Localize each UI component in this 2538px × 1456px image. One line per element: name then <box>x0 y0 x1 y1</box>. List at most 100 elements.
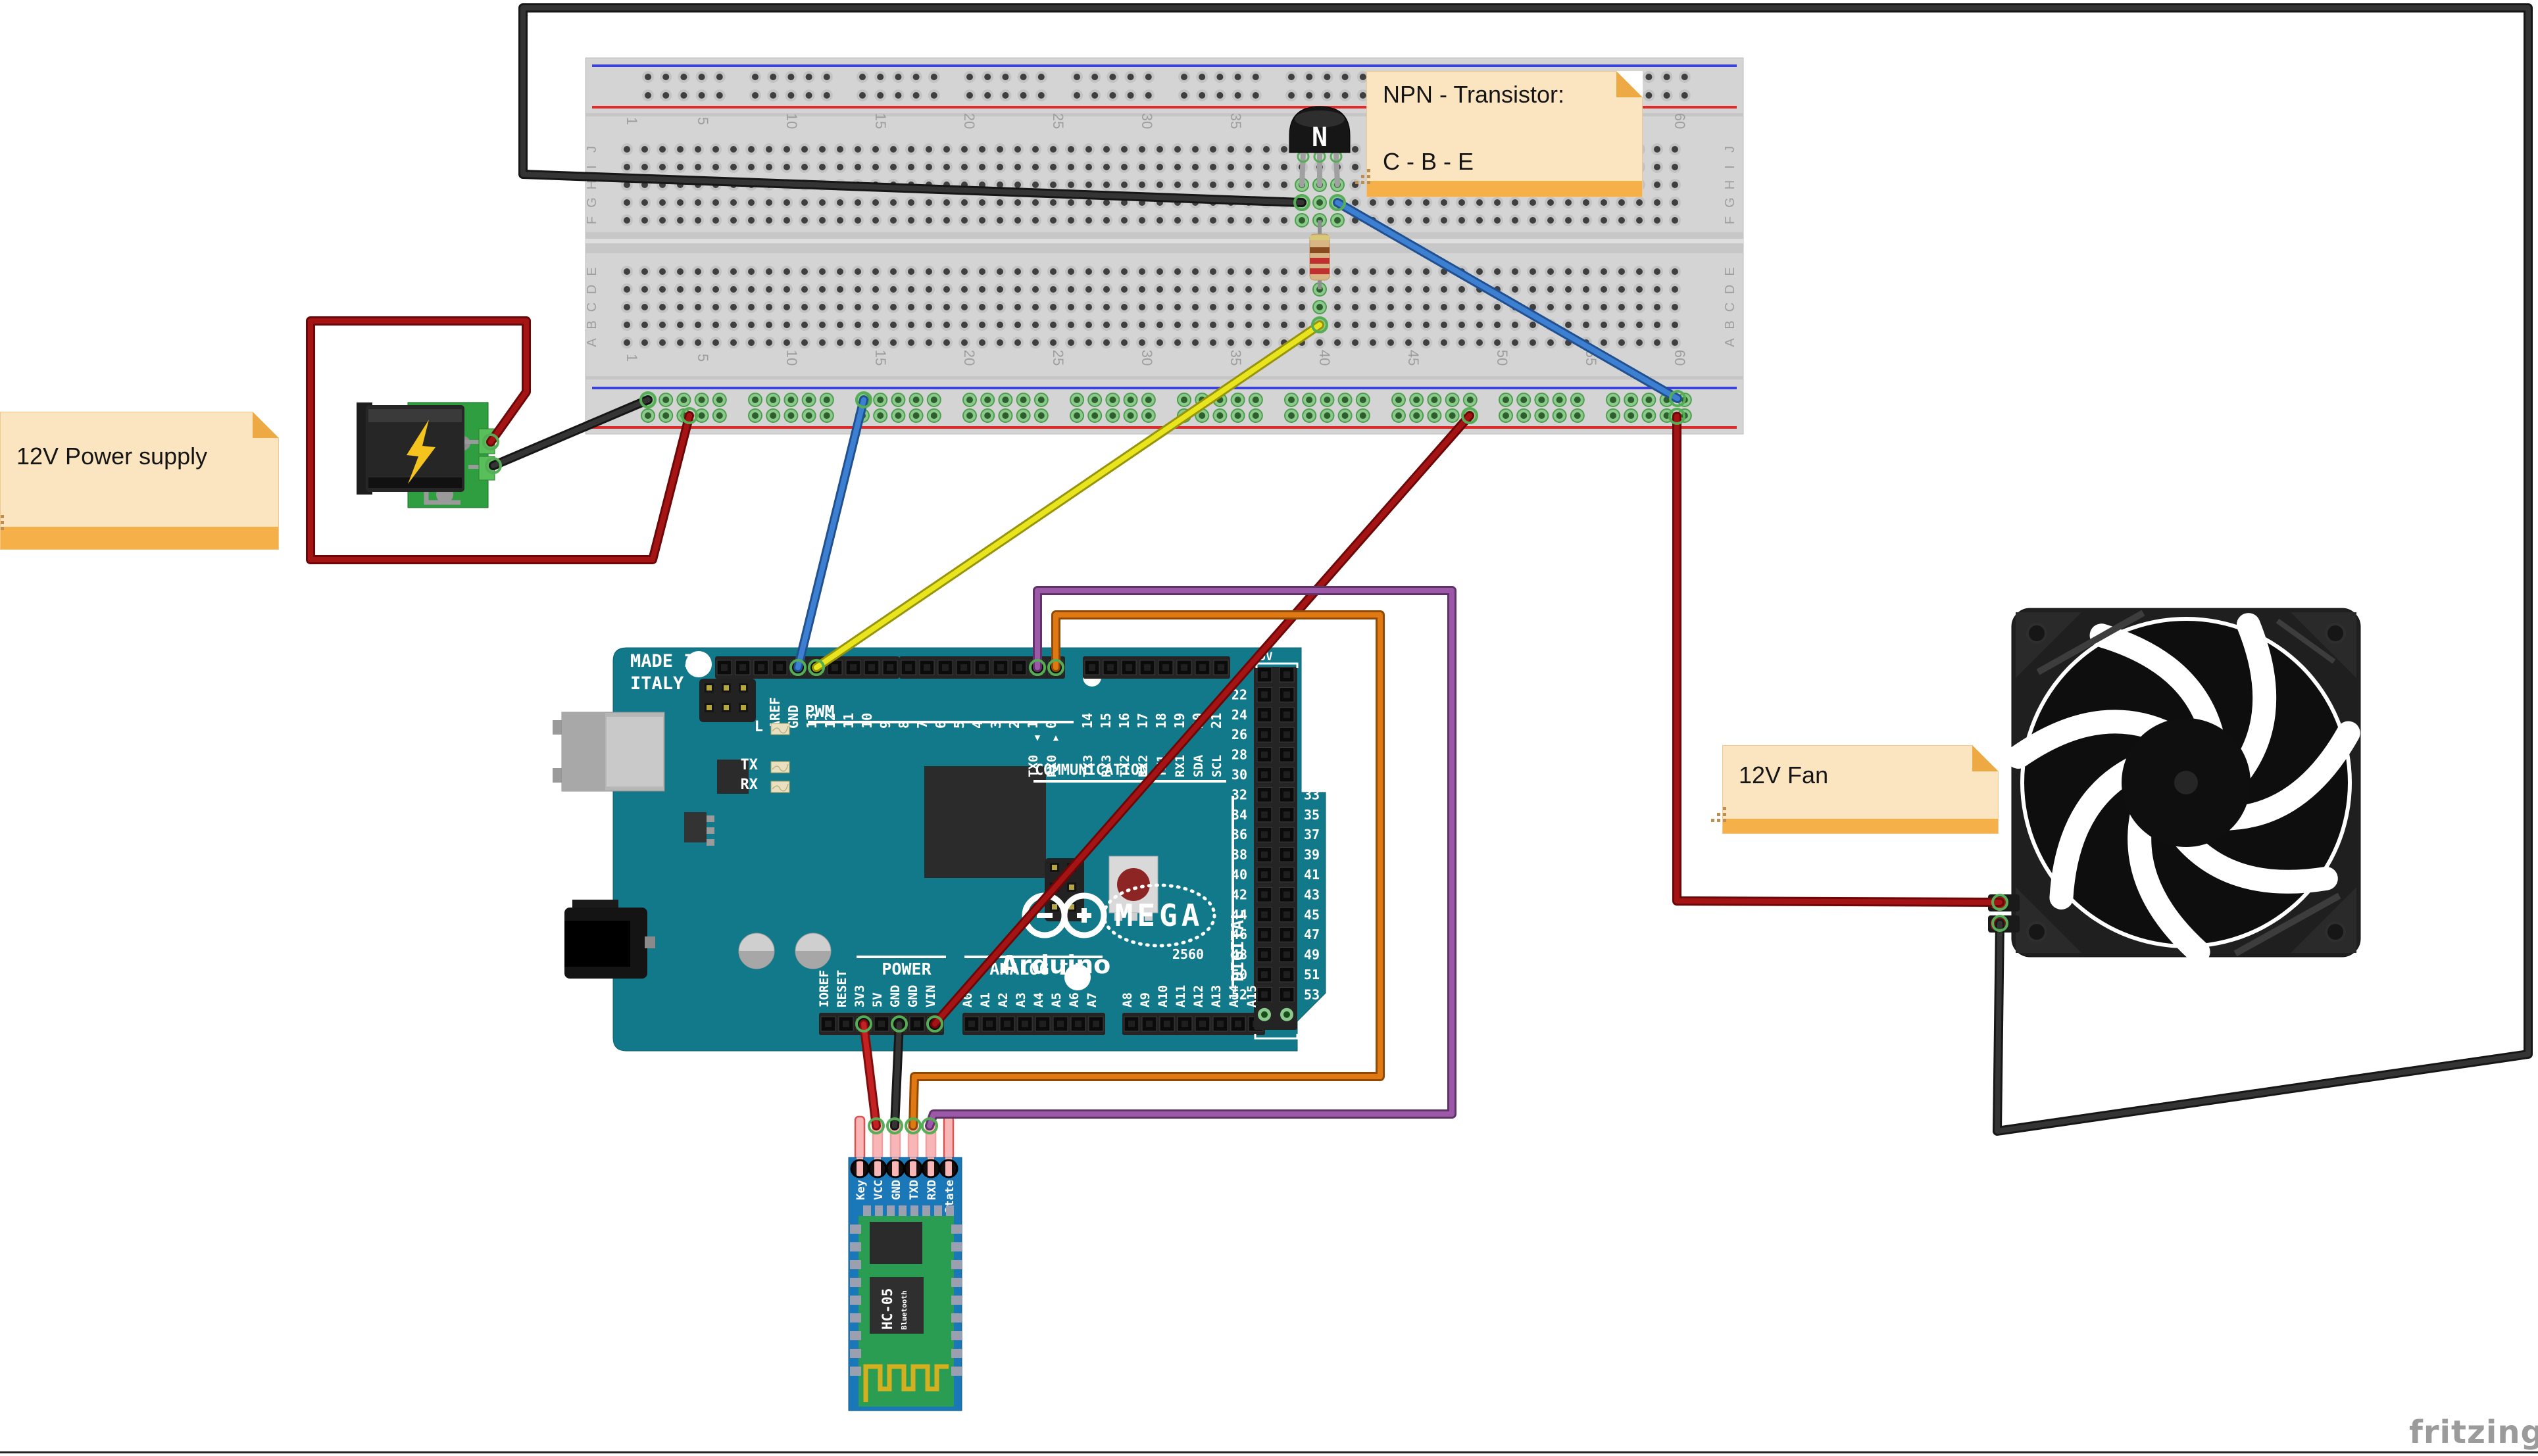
wire-connection-ring[interactable] <box>482 433 499 450</box>
wire-connection-ring[interactable] <box>808 659 825 676</box>
label-power: POWER <box>882 959 932 979</box>
hole <box>1121 286 1128 293</box>
wire-connection-ring[interactable] <box>1991 915 2008 932</box>
hole <box>712 199 719 206</box>
vin-12v-wire[interactable] <box>932 413 1472 1027</box>
hole <box>1672 286 1678 293</box>
column-number: 5 <box>695 117 711 125</box>
hole <box>1091 74 1099 80</box>
hc05-gnd-wire[interactable] <box>892 1021 902 1128</box>
wires[interactable] <box>306 3 2533 1136</box>
pin-hole <box>843 1021 849 1027</box>
wire-connection-ring[interactable] <box>789 659 807 676</box>
hole <box>1341 92 1349 99</box>
pin13-to-base-wire[interactable] <box>814 322 1322 670</box>
hole <box>677 146 684 153</box>
wire-connection-ring[interactable] <box>921 1117 938 1134</box>
hole <box>930 74 937 80</box>
hole <box>1174 217 1181 224</box>
connected-hole-ring <box>1033 393 1049 407</box>
led-label: TX <box>741 757 759 773</box>
hole <box>912 74 920 80</box>
resize-grip-icon[interactable] <box>1367 181 1370 184</box>
wire-connection-ring[interactable] <box>855 391 872 408</box>
fan-ground-wire[interactable] <box>520 5 2531 1134</box>
reset-button-cap[interactable] <box>1117 868 1150 901</box>
supply-positive-wire[interactable] <box>308 318 692 562</box>
hole <box>855 146 861 153</box>
hole <box>1157 304 1163 310</box>
hole <box>1494 199 1501 206</box>
wire-connection-ring[interactable] <box>886 1117 903 1134</box>
wire-connection-ring[interactable] <box>1311 316 1328 333</box>
hc05-vcc-wire[interactable] <box>861 1021 879 1128</box>
hole <box>659 146 666 153</box>
hole <box>1020 412 1027 419</box>
hole <box>837 199 843 206</box>
note-12v-fan[interactable]: 12V Fan <box>1722 745 1999 834</box>
note-text: 12V Fan <box>1739 762 1829 789</box>
wire-connection-ring[interactable] <box>485 457 502 474</box>
hc05-rxd-wire[interactable] <box>927 588 1455 1128</box>
npn-transistor[interactable]: N <box>1289 106 1351 187</box>
wire-connection-ring[interactable] <box>681 407 698 424</box>
wire-connection-ring[interactable] <box>1329 194 1346 211</box>
connected-hole-ring <box>641 408 655 423</box>
wire-connection-ring[interactable] <box>926 1015 943 1032</box>
hc05-txd-wire[interactable] <box>910 612 1383 1128</box>
transistor-leg[interactable] <box>1299 150 1306 187</box>
wire-connection-ring[interactable] <box>905 1117 922 1134</box>
wire-connection-ring[interactable] <box>1047 659 1064 676</box>
resize-grip-icon[interactable] <box>1 527 4 530</box>
note-12v-power-supply[interactable]: 12V Power supply <box>0 412 279 550</box>
hole <box>1199 92 1206 99</box>
wire-connection-ring[interactable] <box>1461 407 1478 424</box>
fan-brace <box>2036 610 2145 675</box>
note-bar[interactable] <box>1 527 278 549</box>
hc05-pin-label-vcc: VCC <box>872 1180 885 1200</box>
supply-negative-wire[interactable] <box>491 397 651 468</box>
smd-pad <box>951 1260 962 1269</box>
hole <box>966 412 973 419</box>
dc-jack-pin <box>645 936 655 948</box>
wire-connection-ring[interactable] <box>1668 408 1685 425</box>
hole <box>1263 322 1270 328</box>
arduino-gnd-to-rail-wire[interactable] <box>795 397 866 670</box>
hole <box>662 74 670 80</box>
pin-header[interactable] <box>1083 656 1230 679</box>
row-letter: D <box>1723 285 1737 294</box>
connected-hole-ring <box>694 393 709 407</box>
pin-header[interactable] <box>1122 1013 1265 1035</box>
wire-connection-ring[interactable] <box>1293 194 1310 211</box>
smd-pad <box>951 1296 962 1305</box>
hole <box>1032 286 1039 293</box>
wire-connection-ring[interactable] <box>891 1015 908 1032</box>
resize-grip-icon[interactable] <box>1723 819 1726 822</box>
hole <box>1352 304 1358 310</box>
hole <box>641 322 648 328</box>
pin-header[interactable] <box>962 1013 1105 1035</box>
note-npn-transistor[interactable]: NPN - Transistor: C - B - E <box>1366 71 1643 197</box>
mcu-chip[interactable] <box>924 766 1046 878</box>
note-bar[interactable] <box>1367 181 1642 197</box>
wire-connection-ring[interactable] <box>1991 894 2008 911</box>
wire-connection-ring[interactable] <box>1669 390 1686 407</box>
fan-12v[interactable] <box>1988 608 2361 964</box>
resistor[interactable] <box>1309 220 1330 289</box>
column-number: 1 <box>624 354 640 362</box>
hole <box>1476 199 1483 206</box>
hole <box>784 164 790 170</box>
note-bar[interactable] <box>1723 819 1998 833</box>
hc05-main-chip[interactable] <box>870 1277 924 1334</box>
transistor-leg[interactable] <box>1333 150 1340 187</box>
power-supply-jack[interactable] <box>357 402 498 508</box>
wire-connection-ring[interactable] <box>639 391 657 408</box>
emitter-to-rail-wire[interactable] <box>1335 200 1680 401</box>
wire-connection-ring[interactable] <box>1029 659 1046 676</box>
hole <box>855 268 861 275</box>
wire-connection-ring[interactable] <box>855 1015 872 1032</box>
fan-positive-wire[interactable] <box>1674 414 2003 905</box>
wire-connection-ring[interactable] <box>868 1117 885 1134</box>
